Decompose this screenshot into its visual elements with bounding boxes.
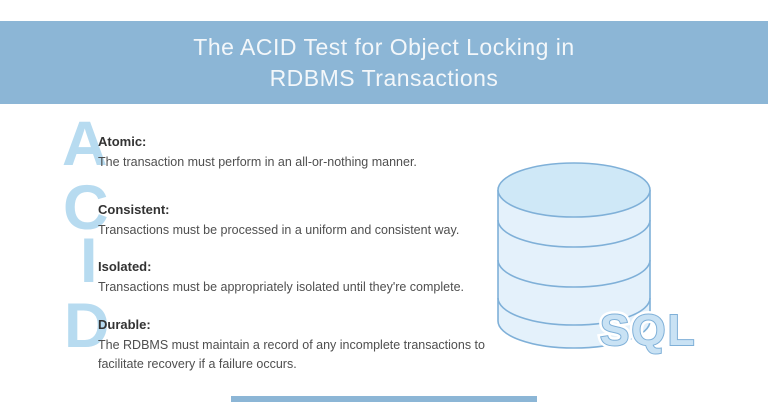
cylinder-band-line (497, 219, 651, 248)
page-title-line-1: The ACID Test for Object Locking in (193, 33, 575, 60)
acid-item-isolated: Isolated: Transactions must be appropria… (98, 259, 578, 297)
acid-term: Durable: (98, 317, 151, 332)
acid-letter-a: A (62, 109, 108, 179)
sql-label: SQL (600, 306, 696, 355)
title-banner: The ACID Test for Object Locking in RDBM… (0, 21, 768, 104)
bottom-accent-bar (231, 396, 537, 402)
cylinder-body (497, 190, 651, 349)
cylinder-top (497, 162, 651, 218)
acid-letter-c: C (63, 173, 109, 243)
acid-description: Transactions must be appropriately isola… (98, 280, 464, 294)
acid-item-atomic: Atomic: The transaction must perform in … (98, 134, 578, 172)
page-title-line-2: RDBMS Transactions (269, 64, 499, 91)
acid-item-durable: Durable: The RDBMS must maintain a recor… (98, 317, 508, 374)
acid-description: Transactions must be processed in a unif… (98, 223, 460, 237)
acid-term: Consistent: (98, 202, 170, 217)
database-cylinder-icon: SQL SQL (497, 162, 698, 355)
acid-description: The transaction must perform in an all-o… (98, 155, 417, 169)
acid-letter-d: D (64, 291, 110, 361)
sql-label-halo: SQL (600, 306, 696, 355)
acid-term: Isolated: (98, 259, 152, 274)
cylinder-band-line (497, 259, 651, 288)
acid-term: Atomic: (98, 134, 147, 149)
acid-description: The RDBMS must maintain a record of any … (98, 338, 485, 371)
acid-item-consistent: Consistent: Transactions must be process… (98, 202, 578, 240)
cylinder-band-line (497, 297, 651, 326)
acid-letter-i: I (80, 226, 98, 296)
